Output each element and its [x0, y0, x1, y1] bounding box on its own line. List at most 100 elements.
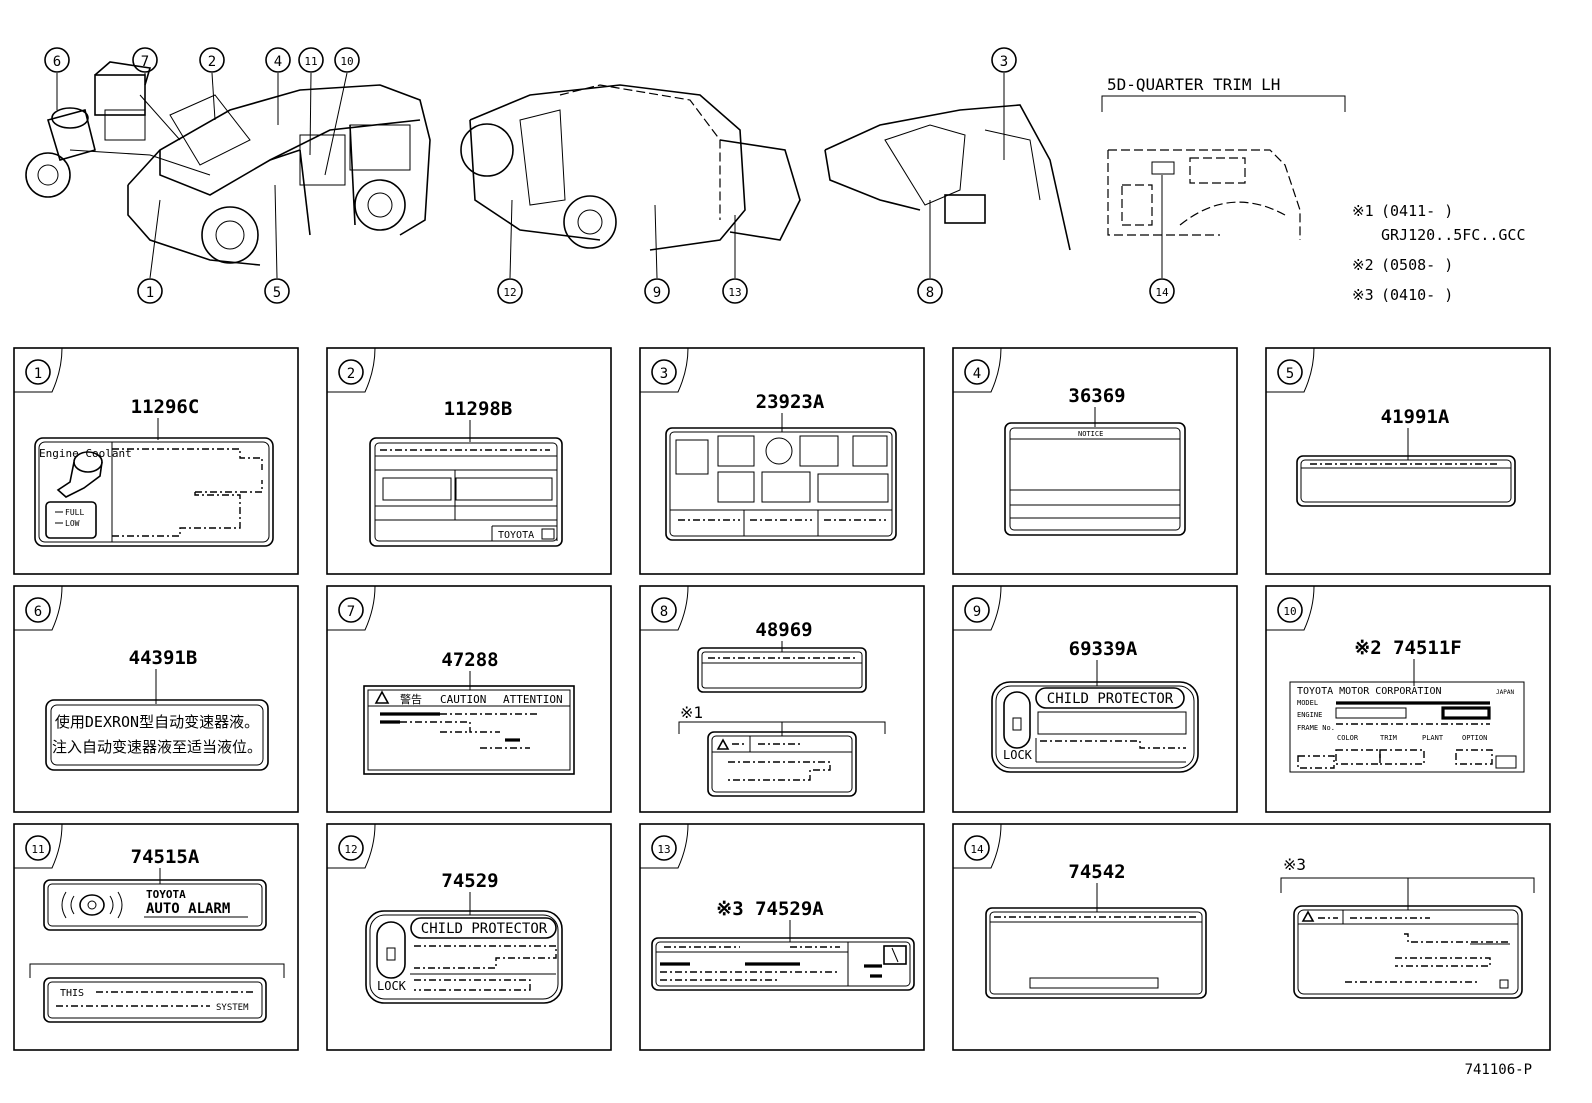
note-3-text: (0410- ): [1381, 286, 1453, 304]
child-protector-title: CHILD PROTECTOR: [1047, 691, 1174, 707]
note-1-model: GRJ120..5FC..GCC: [1381, 226, 1526, 244]
panel-frames: [13, 347, 1551, 1051]
color-label: COLOR: [1337, 734, 1359, 742]
date-notes: ※1 (0411- ) GRJ120..5FC..GCC ※2 (0508- )…: [1352, 202, 1526, 304]
this-label: THIS: [60, 988, 84, 999]
label-line-2: 注入自动变速器液至适当液位。: [52, 738, 262, 756]
lock-label: LOCK: [377, 979, 407, 993]
lock-label: LOCK: [1003, 748, 1033, 762]
brand-label: TOYOTA: [498, 530, 534, 541]
callout-2: 2: [208, 54, 216, 70]
warning-jp: 警告: [400, 692, 422, 706]
panel-number: 8: [660, 604, 668, 620]
panel-number: 3: [660, 366, 668, 382]
attention-label: ATTENTION: [503, 693, 563, 706]
note-mark: ※1: [680, 703, 703, 722]
quarter-trim-illustration: 5D-QUARTER TRIM LH: [1101, 75, 1346, 278]
panel-4: 4 36369 NOTICE: [953, 347, 1186, 536]
panel-number: 7: [347, 604, 355, 620]
full-mark: FULL: [65, 508, 84, 517]
label-title: NOTICE: [1078, 430, 1103, 438]
quarter-trim-label: 5D-QUARTER TRIM LH: [1107, 75, 1280, 94]
panel-9: 9 69339A CHILD PROTECTOR LOCK: [953, 585, 1199, 773]
callout-13: 13: [728, 286, 741, 299]
panel-13: 13 ※3 74529A: [640, 823, 915, 991]
note-1-text: (0411- ): [1381, 202, 1453, 220]
note-mark: ※3: [1283, 855, 1306, 874]
caution-label: CAUTION: [440, 693, 486, 706]
part-number: 11298B: [444, 398, 513, 420]
part-number: 69339A: [1069, 638, 1138, 660]
trim-label: TRIM: [1380, 734, 1397, 742]
label-line-1: 使用DEXRON型自动变速器液。: [55, 713, 259, 731]
note-2-mark: ※2: [1352, 256, 1374, 274]
callout-1: 1: [146, 285, 154, 301]
panel-8: 8 48969 ※1: [640, 585, 886, 797]
panel-number: 9: [973, 604, 981, 620]
panel-14: 14 74542 ※3: [953, 823, 1535, 999]
panel-number: 5: [1286, 366, 1294, 382]
vehicle-front-illustration: [25, 61, 431, 279]
panel-number: 11: [31, 843, 44, 856]
callout-11: 11: [304, 55, 317, 68]
model-label: MODEL: [1297, 699, 1318, 707]
brand-label: TOYOTA: [146, 888, 186, 901]
country-label: JAPAN: [1496, 689, 1514, 696]
part-number: 23923A: [756, 391, 825, 413]
callout-9: 9: [653, 285, 661, 301]
panel-number: 13: [657, 843, 670, 856]
part-number: 11296C: [131, 396, 200, 418]
panel-3: 3 23923A: [640, 347, 897, 541]
callout-3: 3: [1000, 54, 1008, 70]
panel-11: 11 74515A TOYOTA AUTO ALARM THIS SYSTEM: [14, 823, 285, 1023]
callout-14: 14: [1155, 286, 1169, 299]
panel-number: 14: [970, 843, 984, 856]
panel-6: 6 44391B 使用DEXRON型自动变速器液。 注入自动变速器液至适当液位。: [14, 585, 269, 771]
part-number: 74515A: [131, 846, 200, 868]
corp-name: TOYOTA MOTOR CORPORATION: [1297, 686, 1442, 697]
part-number: 74529: [441, 870, 498, 892]
label-title: Engine Coolant: [39, 447, 132, 460]
part-number: 47288: [441, 649, 498, 671]
vehicle-rear-illustration: [460, 84, 801, 279]
callout-10: 10: [340, 55, 353, 68]
frame-label: FRAME No.: [1297, 724, 1335, 732]
note-1-mark: ※1: [1352, 202, 1374, 220]
panel-2: 2 11298B TOYOTA: [327, 347, 563, 547]
callout-12: 12: [503, 286, 516, 299]
callout-5: 5: [273, 285, 281, 301]
callout-8: 8: [926, 285, 934, 301]
panel-number: 1: [34, 366, 42, 382]
panel-7: 7 47288 警告 CAUTION ATTENTION: [327, 585, 575, 775]
part-number: ※3 74529A: [716, 898, 824, 920]
interior-illustration: [824, 73, 1071, 278]
system-label: SYSTEM: [216, 1003, 249, 1013]
diagram-code: 741106-P: [1465, 1062, 1532, 1078]
part-number: 41991A: [1381, 406, 1450, 428]
panel-number: 4: [973, 366, 981, 382]
panel-number: 2: [347, 366, 355, 382]
panel-10: 10 ※2 74511F TOYOTA MOTOR CORPORATION JA…: [1266, 585, 1525, 773]
part-number: 74542: [1068, 861, 1125, 883]
callout-7: 7: [141, 54, 149, 70]
note-2-text: (0508- ): [1381, 256, 1453, 274]
callout-6: 6: [53, 54, 61, 70]
bottom-callouts: 1 5 12 9 13 8 14: [137, 278, 1175, 304]
option-label: OPTION: [1462, 734, 1487, 742]
note-3-mark: ※3: [1352, 286, 1374, 304]
panel-12: 12 74529 CHILD PROTECTOR LOCK: [327, 823, 563, 1004]
part-number: 36369: [1068, 385, 1125, 407]
plant-label: PLANT: [1422, 734, 1444, 742]
auto-alarm-label: AUTO ALARM: [146, 901, 230, 917]
low-mark: LOW: [65, 519, 80, 528]
part-number: 48969: [755, 619, 812, 641]
panel-number: 10: [1283, 605, 1296, 618]
engine-label: ENGINE: [1297, 711, 1322, 719]
panel-1: 1 11296C Engine Coolant FULL LOW: [14, 347, 274, 547]
top-callouts: 6 7 2 4 11 10 3: [44, 47, 1017, 73]
panel-number: 6: [34, 604, 42, 620]
child-protector-title: CHILD PROTECTOR: [421, 921, 548, 937]
panel-number: 12: [344, 843, 357, 856]
part-number: 44391B: [129, 647, 198, 669]
